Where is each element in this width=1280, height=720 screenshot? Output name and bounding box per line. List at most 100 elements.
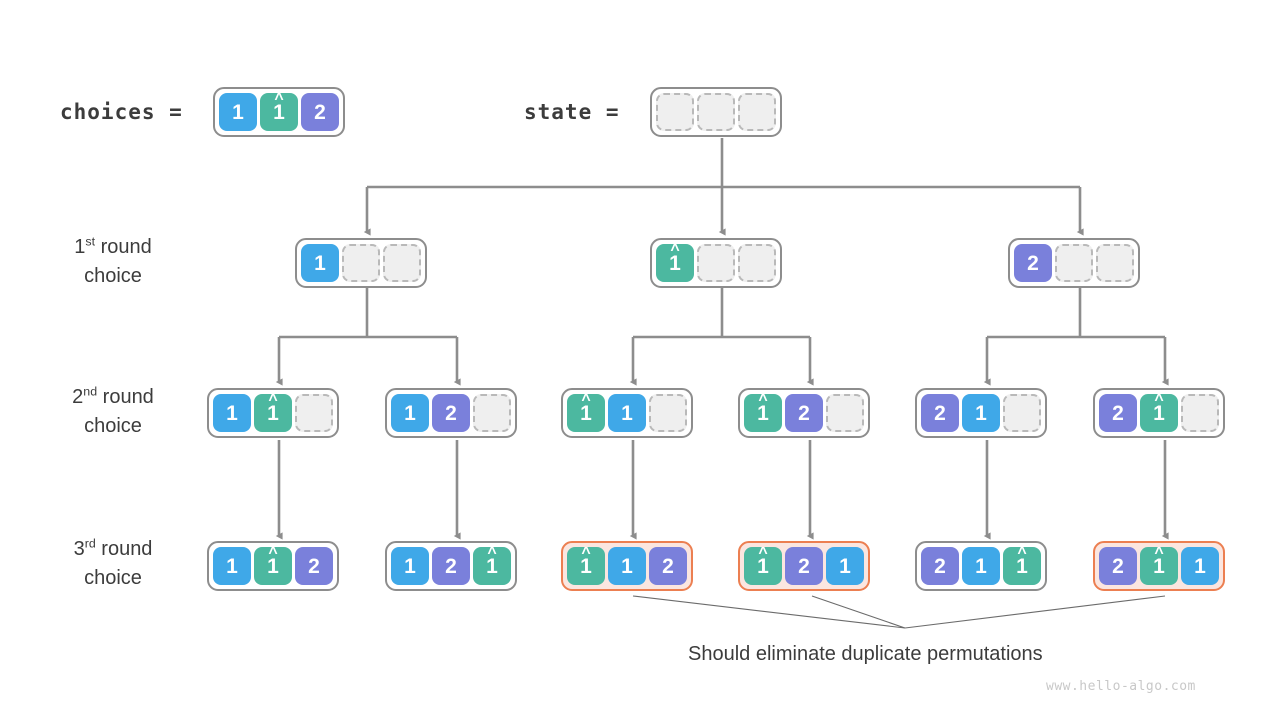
digit: 1 bbox=[486, 554, 498, 578]
caret-icon: ^ bbox=[487, 544, 497, 562]
choices-cell-2-2: 2 bbox=[301, 93, 339, 131]
state-cell-1-empty bbox=[697, 93, 735, 131]
leader-line-3 bbox=[904, 595, 1166, 629]
caret-icon: ^ bbox=[1154, 391, 1164, 409]
tree-node-r3-c5: 2 1^1 bbox=[915, 541, 1047, 591]
tree-node-r2-c6-cell-2-empty bbox=[1181, 394, 1219, 432]
choices-cell-0-1: 1 bbox=[219, 93, 257, 131]
tree-node-r2-c3-cell-0-hatted-1: ^1 bbox=[567, 392, 605, 432]
tree-node-r2-c1-cell-0-1: 1 bbox=[213, 394, 251, 432]
tree-node-r2-c4-cell-1-2: 2 bbox=[785, 394, 823, 432]
tree-node-r1-c2-cell-2-empty bbox=[738, 244, 776, 282]
digit: 1 bbox=[757, 401, 769, 425]
round-label-2: 2nd round choice bbox=[28, 383, 198, 441]
tree-node-r2-c1: 1 ^1 bbox=[207, 388, 339, 438]
tree-node-r3-c4-cell-0-hatted-1: ^1 bbox=[744, 545, 782, 585]
digit: 1 bbox=[267, 554, 279, 578]
hatted-digit: ^1 bbox=[486, 545, 498, 578]
tree-node-r1-c3-cell-0-2: 2 bbox=[1014, 244, 1052, 282]
tree-node-r2-c3: ^1 1 bbox=[561, 388, 693, 438]
hatted-digit: ^1 bbox=[757, 392, 769, 425]
tree-node-r3-c6-cell-2-1: 1 bbox=[1181, 547, 1219, 585]
digit: 1 bbox=[1016, 554, 1028, 578]
tree-node-r1-c1: 1 bbox=[295, 238, 427, 288]
round-2-line1: 2nd round bbox=[72, 384, 154, 408]
tree-node-r3-c1-cell-2-2: 2 bbox=[295, 547, 333, 585]
tree-node-r2-c6-cell-1-hatted-1: ^1 bbox=[1140, 392, 1178, 432]
tree-node-r2-c6: 2 ^1 bbox=[1093, 388, 1225, 438]
caret-icon: ^ bbox=[758, 544, 768, 562]
hatted-digit: ^1 bbox=[1153, 392, 1165, 425]
tree-node-r2-c4-cell-2-empty bbox=[826, 394, 864, 432]
round-label-1: 1st round choice bbox=[28, 233, 198, 291]
tree-node-r3-c6: 2 ^1 1 bbox=[1093, 541, 1225, 591]
round-1-line1: 1st round bbox=[74, 234, 152, 258]
state-label: state = bbox=[524, 100, 620, 124]
digit: 1 bbox=[669, 251, 681, 275]
hatted-digit: ^1 bbox=[580, 545, 592, 578]
leader-line-1 bbox=[632, 595, 906, 629]
round-1-line2: choice bbox=[84, 265, 142, 287]
digit: 1 bbox=[757, 554, 769, 578]
hatted-digit: ^1 bbox=[1016, 545, 1028, 578]
tree-node-r3-c2-cell-1-2: 2 bbox=[432, 547, 470, 585]
hatted-digit: ^1 bbox=[267, 392, 279, 424]
tree-node-r2-c3-cell-1-1: 1 bbox=[608, 394, 646, 432]
tree-node-r3-c6-cell-1-hatted-1: ^1 bbox=[1140, 545, 1178, 585]
tree-node-r2-c2-cell-2-empty bbox=[473, 394, 511, 432]
caret-icon: ^ bbox=[268, 391, 278, 409]
tree-node-r3-c5-cell-2-hatted-1: ^1 bbox=[1003, 545, 1041, 585]
tree-node-r2-c6-cell-0-2: 2 bbox=[1099, 394, 1137, 432]
tree-node-r3-c6-cell-0-2: 2 bbox=[1099, 547, 1137, 585]
hatted-digit: ^1 bbox=[1153, 545, 1165, 577]
caret-icon: ^ bbox=[274, 90, 284, 108]
tree-node-r2-c3-cell-2-empty bbox=[649, 394, 687, 432]
caret-icon: ^ bbox=[1154, 544, 1164, 562]
tree-node-r3-c1-cell-0-1: 1 bbox=[213, 547, 251, 585]
tree-node-r2-c5-cell-2-empty bbox=[1003, 394, 1041, 432]
tree-node-r2-c1-cell-2-empty bbox=[295, 394, 333, 432]
hatted-digit: ^1 bbox=[580, 392, 592, 424]
hatted-digit: ^1 bbox=[273, 91, 285, 124]
digit: 1 bbox=[1153, 401, 1165, 425]
round-label-3: 3rd round choice bbox=[28, 535, 198, 593]
hatted-digit: ^1 bbox=[757, 545, 769, 578]
caret-icon: ^ bbox=[758, 391, 768, 409]
diagram-caption: Should eliminate duplicate permutations bbox=[688, 643, 1043, 665]
tree-node-r1-c1-cell-2-empty bbox=[383, 244, 421, 282]
tree-node-r2-c5-cell-1-1: 1 bbox=[962, 394, 1000, 432]
state-array bbox=[650, 87, 782, 137]
hatted-digit: ^1 bbox=[267, 545, 279, 578]
caret-icon: ^ bbox=[581, 544, 591, 562]
tree-node-r3-c1-cell-1-hatted-1: ^1 bbox=[254, 545, 292, 585]
tree-node-r3-c4-cell-1-2: 2 bbox=[785, 547, 823, 585]
caret-icon: ^ bbox=[268, 544, 278, 562]
tree-node-r1-c1-cell-0-1: 1 bbox=[301, 244, 339, 282]
tree-node-r2-c5-cell-0-2: 2 bbox=[921, 394, 959, 432]
tree-node-r1-c1-cell-1-empty bbox=[342, 244, 380, 282]
tree-node-r1-c3-cell-1-empty bbox=[1055, 244, 1093, 282]
leader-line-2 bbox=[811, 595, 906, 629]
tree-node-r2-c1-cell-1-hatted-1: ^1 bbox=[254, 392, 292, 432]
tree-node-r3-c3-cell-2-2: 2 bbox=[649, 547, 687, 585]
caret-icon: ^ bbox=[670, 241, 680, 259]
tree-node-r3-c5-cell-0-2: 2 bbox=[921, 547, 959, 585]
tree-node-r1-c3: 2 bbox=[1008, 238, 1140, 288]
tree-node-r1-c2-cell-1-empty bbox=[697, 244, 735, 282]
hatted-digit: ^1 bbox=[669, 242, 681, 275]
digit: 1 bbox=[580, 554, 592, 578]
tree-node-r1-c2-cell-0-hatted-1: ^1 bbox=[656, 242, 694, 282]
choices-label: choices = bbox=[60, 100, 183, 124]
digit: 1 bbox=[273, 100, 285, 124]
tree-node-r2-c2-cell-1-2: 2 bbox=[432, 394, 470, 432]
state-cell-2-empty bbox=[738, 93, 776, 131]
